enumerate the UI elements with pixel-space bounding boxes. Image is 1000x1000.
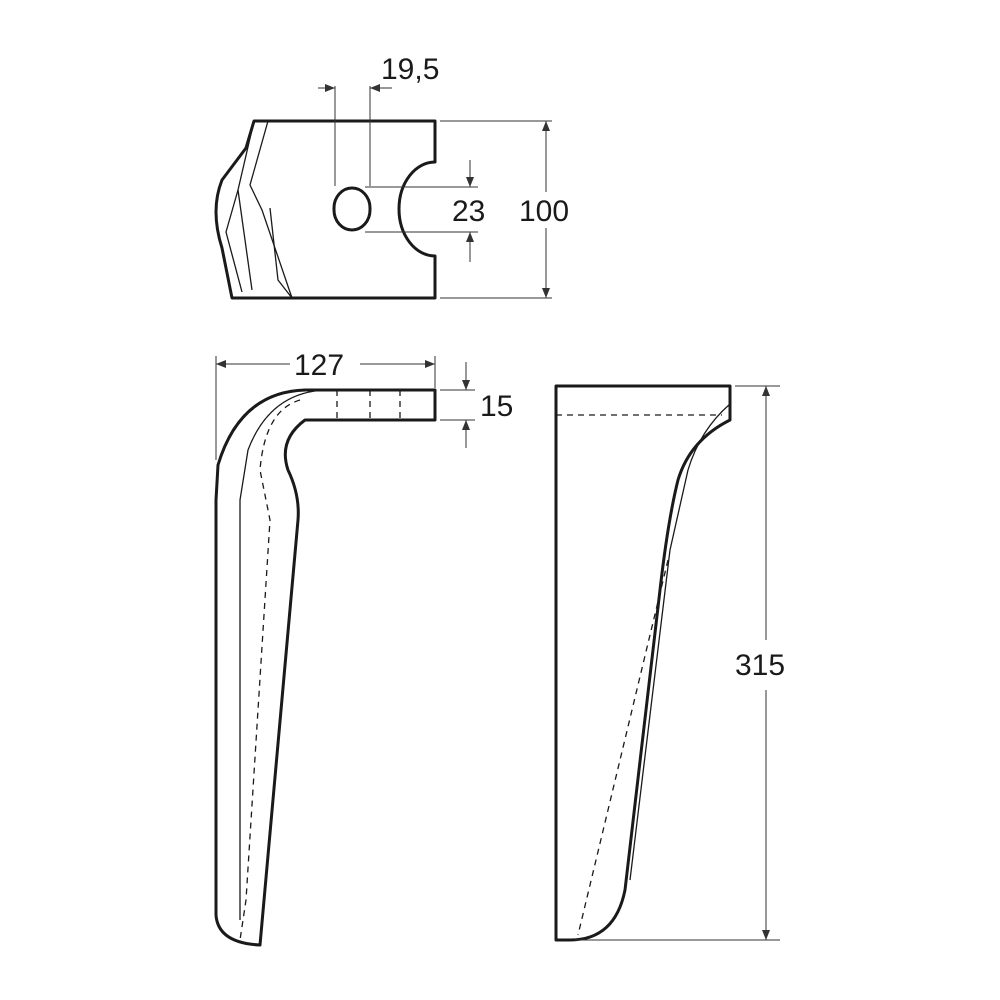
- top-view: 19,5 23 100: [214, 53, 569, 300]
- top-view-outline: [214, 119, 437, 300]
- side-view: 315: [554, 384, 785, 942]
- dim-overall-width: 127: [215, 349, 436, 460]
- side-view-outline: [554, 384, 732, 942]
- mounting-hole: [332, 186, 372, 232]
- dim-slot-width-label: 23: [452, 195, 485, 228]
- side-view-hidden-diagonal: [577, 559, 669, 936]
- dim-thickness: 15: [440, 362, 513, 448]
- dim-hole-offset: 19,5: [318, 53, 439, 186]
- dim-plate-height-label: 100: [519, 195, 569, 228]
- dim-overall-length-label: 315: [735, 649, 785, 682]
- dim-slot-width: 23: [365, 160, 485, 262]
- front-view-hidden-line: [239, 399, 301, 941]
- dim-hole-offset-label: 19,5: [381, 53, 439, 86]
- front-view: 127 15: [214, 349, 513, 947]
- dim-overall-length: 315: [575, 385, 785, 941]
- front-view-hole-lines: [336, 390, 401, 420]
- dim-plate-height: 100: [440, 120, 569, 299]
- top-view-bevel-lines: [225, 120, 293, 299]
- side-view-edge-line: [629, 403, 731, 881]
- front-view-inner-edge: [239, 389, 327, 920]
- front-view-outline: [214, 388, 437, 947]
- dim-thickness-label: 15: [480, 390, 513, 423]
- dim-overall-width-label: 127: [294, 349, 344, 382]
